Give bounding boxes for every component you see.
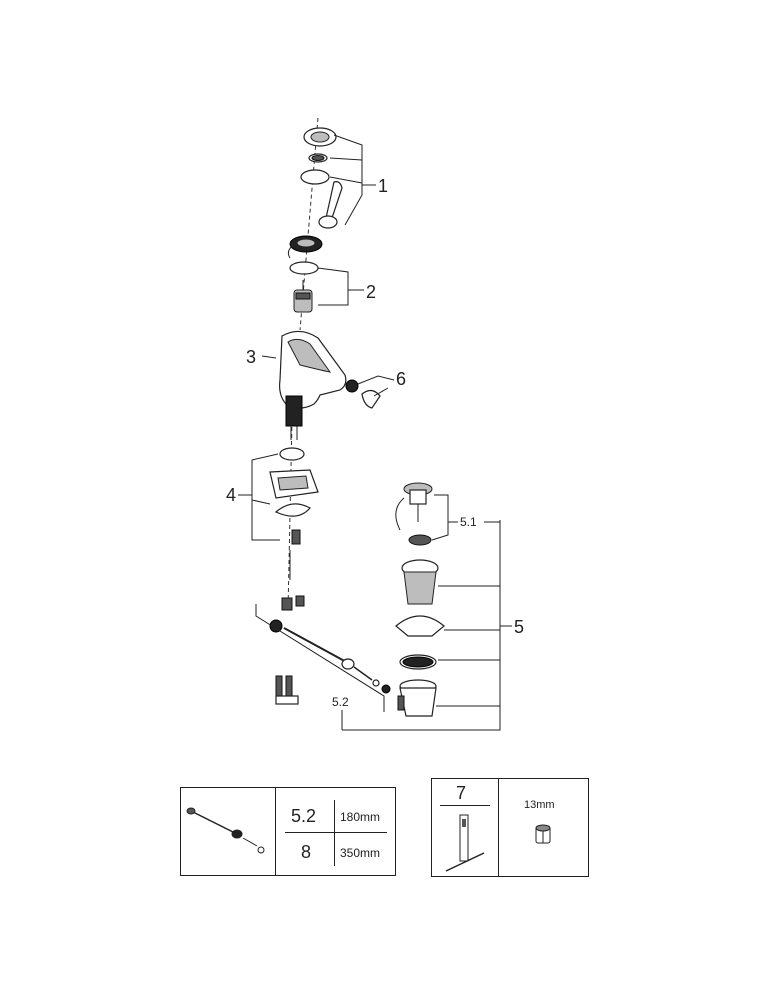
leader-part-6 [357,375,395,385]
leader-part-3 [261,355,277,359]
part-5-waste-body [395,559,445,717]
rod-row-divider [285,832,387,833]
tool-ref-underline [440,805,490,806]
part-5-1-pop-up-plug [395,482,433,546]
tool-ref: 7 [456,783,467,803]
rod-row-2-length: 350mm [340,846,381,860]
leader-part-5-1 [431,494,449,541]
tool-table: 7 13mm [431,778,589,877]
leader-part-5-2 [255,604,385,712]
part-3-mixer-body [279,330,347,440]
part-label-5-1: 5.1 [460,515,477,529]
wrench-size: 13mm [524,799,555,811]
part-label-4: 4 [226,485,236,505]
hex-nut-icon [535,824,551,844]
leader-part-1 [333,134,363,226]
rod-col-divider [334,800,335,866]
part-label-5-2: 5.2 [332,695,349,709]
part-label-2: 2 [366,282,376,302]
part-1-cap-assembly [300,127,343,229]
part-label-1: 1 [378,176,388,196]
rod-icon [186,807,265,854]
rod-row-2-ref: 8 [301,842,312,862]
part-label-3: 3 [246,347,256,367]
tool-key-cell: 7 [432,779,499,876]
service-key-icon [445,814,485,872]
rod-row-1-ref: 5.2 [291,806,317,826]
rod-length-table: 5.2 180mm 8 350mm [180,787,396,876]
leader-part-2 [317,267,349,306]
part-4-fixing-set [269,447,319,580]
part-5-2-rod-linkage [269,595,391,705]
rod-illustration-cell [181,788,276,875]
rod-row-1-length: 180mm [340,810,381,824]
part-6-side-nozzle [345,379,381,409]
part-label-5: 5 [514,617,524,637]
part-2-cartridge [287,235,323,313]
part-label-6: 6 [396,369,406,389]
